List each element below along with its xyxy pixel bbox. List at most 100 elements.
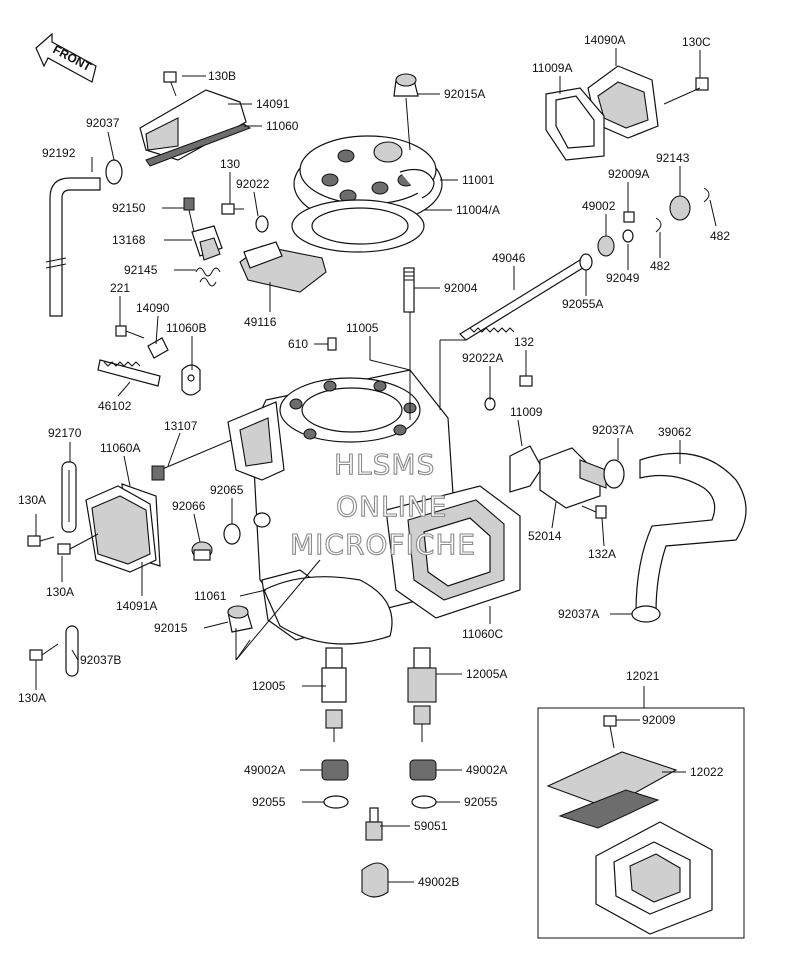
- label-12021: 12021: [626, 669, 660, 683]
- nut-92015: [227, 605, 253, 633]
- bolt-130A-left-2: [57, 533, 99, 555]
- gasket-11009: [509, 445, 543, 493]
- label-482-2: 482: [650, 259, 670, 273]
- pin-610: [327, 337, 337, 351]
- leader-lines: [35, 48, 717, 883]
- clip-482-2: [655, 217, 662, 233]
- bolt-130: [221, 203, 244, 215]
- label-92049: 92049: [606, 271, 640, 285]
- valve-12005: [321, 647, 347, 742]
- label-14091: 14091: [256, 97, 290, 111]
- washer-92022: [255, 215, 269, 233]
- seal-49002A-1: [321, 759, 349, 781]
- bolt-132A: [581, 505, 607, 519]
- cover-14090A: [587, 65, 659, 139]
- oring-92065: [223, 523, 241, 545]
- label-92055-2: 92055: [464, 795, 498, 809]
- label-39062: 39062: [658, 425, 692, 439]
- nut-92015A: [393, 73, 419, 97]
- label-482-1: 482: [710, 229, 730, 243]
- clip-482-1: [703, 187, 710, 203]
- label-12022: 12022: [690, 765, 724, 779]
- label-49002A-2: 49002A: [466, 763, 507, 777]
- label-92015: 92015: [154, 621, 188, 635]
- shaft-13107: [151, 437, 237, 481]
- bolt-130C: [663, 77, 709, 105]
- spring-92145: [195, 267, 221, 287]
- watermark-line-1: HLSMS: [334, 448, 435, 481]
- label-11009: 11009: [510, 405, 543, 419]
- label-13107: 13107: [164, 419, 198, 433]
- label-130A-2: 130A: [46, 585, 74, 599]
- label-11060C: 11060C: [462, 627, 503, 641]
- seal-49002: [597, 235, 615, 257]
- oring-92055-2: [411, 795, 437, 809]
- base-gasket-11061: [263, 576, 393, 645]
- power-valve-cover-14091: [139, 71, 247, 161]
- bolt-92009A: [623, 211, 635, 223]
- label-13168: 13168: [112, 233, 146, 247]
- collar-14090: [147, 337, 169, 359]
- clamp-92037A-1: [603, 459, 625, 489]
- stud-92004: [403, 267, 415, 313]
- cap-49002B: [361, 862, 389, 898]
- label-12005: 12005: [252, 679, 286, 693]
- label-92150: 92150: [112, 201, 146, 215]
- label-49002B: 49002B: [418, 875, 459, 889]
- watermark-line-3: MICROFICHE: [290, 528, 476, 561]
- cylinder-head-11001: [293, 135, 443, 225]
- reed-valve-box-12021: [537, 707, 745, 939]
- label-221: 221: [110, 281, 130, 295]
- label-46102: 46102: [98, 399, 132, 413]
- label-130A-1: 130A: [18, 493, 46, 507]
- label-92066: 92066: [172, 499, 206, 513]
- label-14091A: 14091A: [116, 599, 157, 613]
- watermark-line-2: ONLINE: [336, 490, 447, 523]
- callout-labels: 130B 14091 11060 92037 92192 130 92022 9…: [18, 33, 730, 889]
- gear-59051: [365, 807, 383, 841]
- head-gasket-11004: [291, 199, 425, 253]
- gasket-11060: [145, 123, 252, 167]
- clamp-92037A-2: [631, 605, 661, 623]
- label-11004A: 11004/A: [456, 203, 500, 217]
- label-92145: 92145: [124, 263, 158, 277]
- screw-92009: [603, 715, 617, 749]
- label-11060A: 11060A: [100, 441, 140, 455]
- bolt-130A-left-1: [27, 535, 55, 547]
- screw-221: [115, 325, 145, 339]
- label-92022: 92022: [236, 177, 270, 191]
- label-92037B: 92037B: [80, 653, 121, 667]
- oring-92055A: [579, 253, 593, 271]
- label-92037A-1: 92037A: [592, 423, 633, 437]
- label-11009A: 11009A: [532, 61, 572, 75]
- rod-46102: [97, 359, 161, 387]
- reed-adapter-11060C: [385, 485, 521, 619]
- hose-92192: [45, 177, 101, 317]
- hose-39062: [635, 452, 747, 613]
- label-92009A: 92009A: [608, 167, 649, 181]
- label-49002: 49002: [582, 199, 616, 213]
- label-11005: 11005: [346, 321, 379, 335]
- label-92192: 92192: [42, 146, 76, 160]
- seal-49002A-2: [409, 759, 437, 781]
- label-92065: 92065: [210, 483, 244, 497]
- label-132: 132: [514, 335, 534, 349]
- gasket-11060B: [181, 364, 201, 396]
- label-130B: 130B: [208, 69, 236, 83]
- label-92022A: 92022A: [462, 351, 503, 365]
- label-59051: 59051: [414, 819, 448, 833]
- gasket-11009A: [545, 87, 605, 161]
- oring-92055-1: [323, 795, 349, 809]
- label-92170: 92170: [48, 426, 82, 440]
- label-14090A: 14090A: [584, 33, 625, 47]
- lever-13168: [191, 225, 223, 261]
- reed-cage: [595, 821, 713, 935]
- strap-92037B: [65, 625, 79, 677]
- label-92037: 92037: [86, 116, 120, 130]
- label-130A-3: 130A: [18, 691, 46, 705]
- label-130: 130: [220, 157, 240, 171]
- valve-12005A: [407, 647, 437, 742]
- bolt-92150: [183, 197, 195, 233]
- label-130C: 130C: [682, 35, 711, 49]
